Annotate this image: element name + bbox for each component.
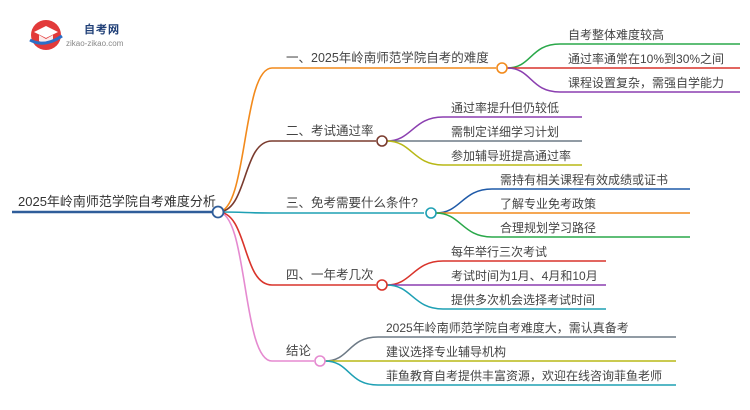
logo-subtitle: zikao-zikao.com	[66, 39, 124, 48]
branch-node	[496, 62, 508, 74]
child-connector	[506, 67, 561, 93]
child-connector	[506, 43, 561, 69]
child-label: 合理规划学习路径	[500, 220, 596, 235]
logo-icon	[29, 20, 63, 50]
child-label: 需制定详细学习计划	[451, 124, 559, 139]
child-label: 菲鱼教育自考提供丰富资源，欢迎在线咨询菲鱼老师	[386, 368, 662, 383]
child-connector	[324, 336, 379, 362]
branch-node	[376, 135, 388, 147]
branch-label: 结论	[286, 344, 312, 358]
root-label: 2025年岭南师范学院自考难度分析	[18, 194, 216, 209]
child-label: 考试时间为1月、4月和10月	[451, 268, 598, 283]
child-label: 需持有相关课程有效成绩或证书	[500, 172, 668, 187]
child-label: 通过率通常在10%到30%之间	[568, 51, 724, 66]
branch-label: 二、考试通过率	[286, 123, 374, 138]
child-label: 参加辅导班提高通过率	[451, 148, 571, 163]
root-node	[211, 205, 225, 219]
child-connector	[386, 284, 444, 310]
child-label: 建议选择专业辅导机构	[386, 344, 506, 359]
child-label: 课程设置复杂，需强自学能力	[568, 75, 724, 90]
branch-node	[314, 355, 326, 367]
branch-label: 三、免考需要什么条件?	[286, 195, 418, 210]
branch-node	[376, 279, 388, 291]
logo-title: 自考网	[84, 24, 120, 36]
site-logo: 自考网 zikao-zikao.com	[26, 18, 146, 52]
child-connector	[324, 360, 379, 386]
child-label: 提供多次机会选择考试时间	[451, 292, 595, 307]
branch-connector	[217, 211, 273, 286]
branch-node	[425, 207, 437, 219]
child-connector	[435, 212, 493, 238]
child-label: 了解专业免考政策	[500, 196, 596, 211]
child-label: 每年举行三次考试	[451, 244, 547, 259]
branch-connector	[217, 211, 273, 214]
child-label: 通过率提升但仍较低	[451, 100, 559, 115]
child-connector	[386, 116, 444, 142]
child-connector	[435, 188, 493, 214]
child-label: 2025年岭南师范学院自考难度大，需认真备考	[386, 320, 629, 335]
child-connector	[386, 260, 444, 286]
branch-label: 四、一年考几次	[286, 268, 374, 282]
child-connector	[386, 140, 444, 166]
branch-connector	[217, 211, 273, 362]
branch-connector	[217, 67, 273, 213]
child-label: 自考整体难度较高	[568, 27, 664, 42]
branch-connector	[217, 140, 273, 213]
branch-label: 一、2025年岭南师范学院自考的难度	[286, 50, 489, 65]
